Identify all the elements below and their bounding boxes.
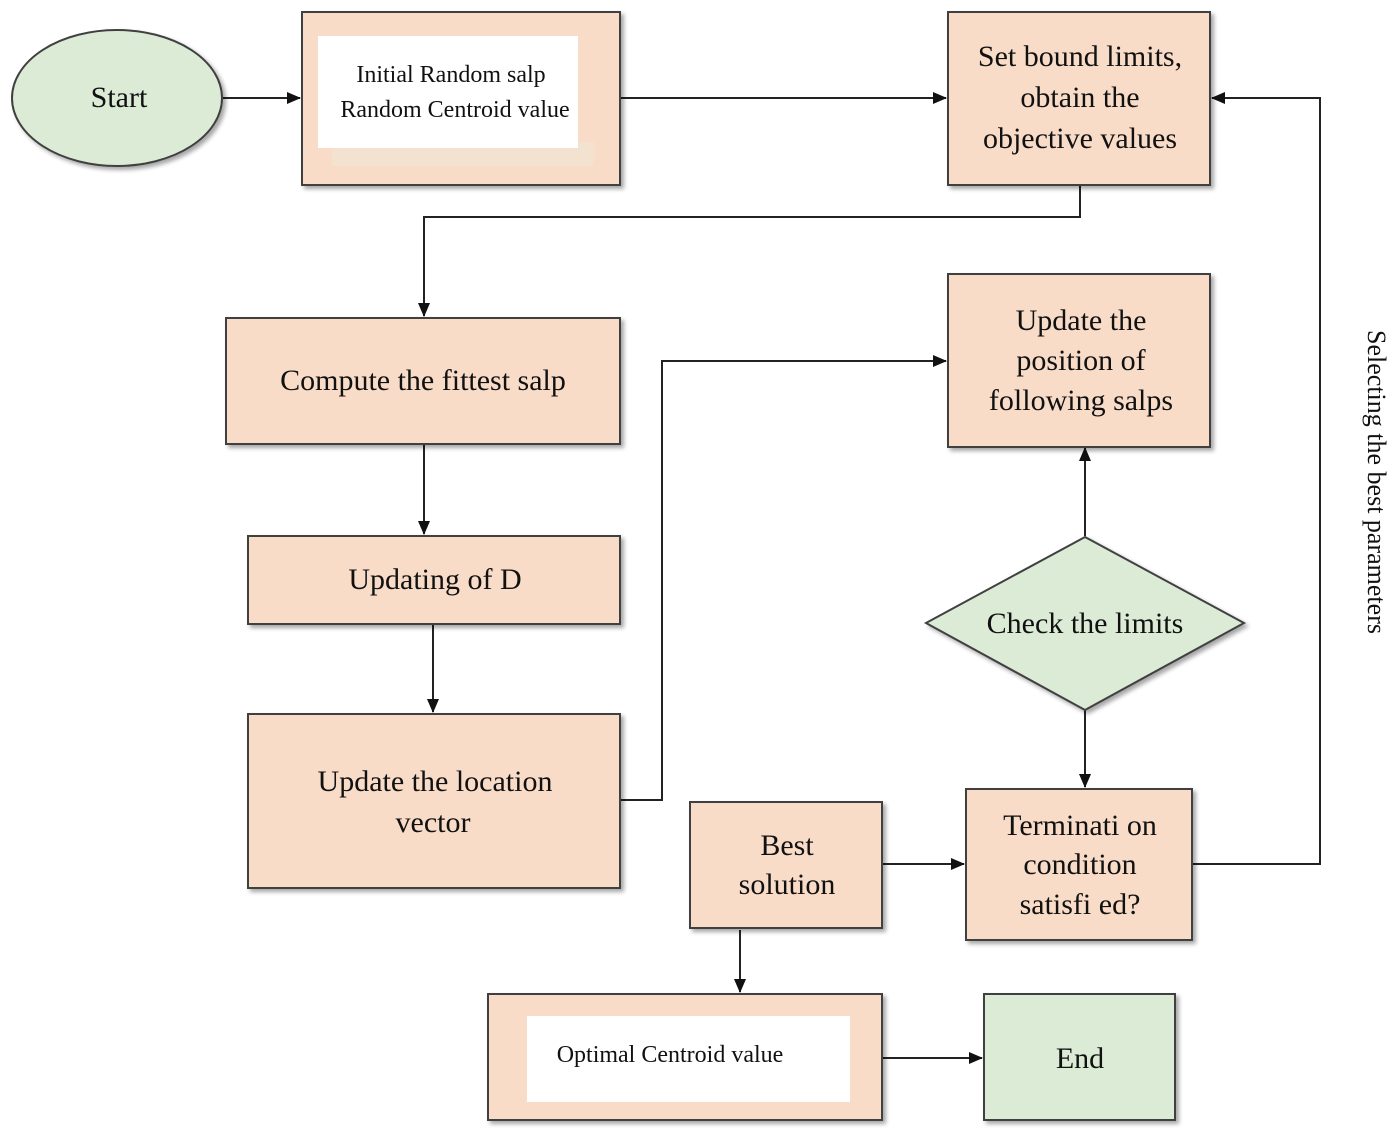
- optimal-inner-panel: [527, 1016, 850, 1102]
- start-node: Start: [11, 29, 223, 167]
- termination-label-line1: Terminati on: [1003, 809, 1157, 842]
- check-label: Check the limits: [987, 607, 1184, 640]
- arrow-termination-to-bounds: [1193, 92, 1321, 865]
- location-label-line1: Update the location: [318, 765, 553, 798]
- arrow-bounds-to-fittest: [418, 186, 1081, 317]
- follow-label-line2: position of: [1016, 344, 1145, 377]
- init-label-line2: Random Centroid value: [340, 97, 569, 123]
- best-node: Best solution: [689, 801, 883, 929]
- location-label-line2: vector: [396, 806, 471, 839]
- start-label: Start: [91, 81, 148, 114]
- follow-node: Update the position of following salps: [947, 273, 1211, 448]
- follow-label-line1: Update the: [1016, 304, 1147, 337]
- init-label-line1: Initial Random salp: [356, 62, 545, 88]
- feedback-label: Selecting the best parameters: [1362, 330, 1391, 634]
- termination-label-line2: condition: [1023, 848, 1136, 881]
- init-node: Initial Random salp Random Centroid valu…: [301, 11, 621, 186]
- arrow-location-to-follow: [620, 355, 947, 801]
- bounds-label-line3: objective values: [983, 122, 1177, 155]
- update-d-label: Updating of D: [348, 563, 521, 596]
- best-label-line2: solution: [739, 868, 836, 901]
- termination-label-line3: satisfi ed?: [1020, 888, 1141, 921]
- best-label-line1: Best: [760, 829, 814, 862]
- end-label: End: [1056, 1042, 1104, 1075]
- fittest-node: Compute the fittest salp: [225, 317, 621, 445]
- bounds-node: Set bound limits, obtain the objective v…: [947, 11, 1211, 186]
- end-node: End: [983, 993, 1176, 1121]
- bounds-label-line2: obtain the: [1020, 81, 1139, 114]
- location-node: Update the location vector: [247, 713, 621, 889]
- update-d-node: Updating of D: [247, 535, 621, 625]
- check-node: Check the limits: [923, 535, 1247, 712]
- termination-node: Terminati on condition satisfi ed?: [965, 788, 1193, 941]
- connectors: [222, 92, 1321, 1064]
- bounds-label-line1: Set bound limits,: [978, 40, 1182, 73]
- optimal-node: Optimal Centroid value: [487, 993, 883, 1121]
- optimal-label: Optimal Centroid value: [557, 1042, 784, 1068]
- init-inner-panel: [318, 36, 578, 148]
- fittest-label: Compute the fittest salp: [280, 364, 566, 397]
- follow-label-line3: following salps: [989, 384, 1173, 417]
